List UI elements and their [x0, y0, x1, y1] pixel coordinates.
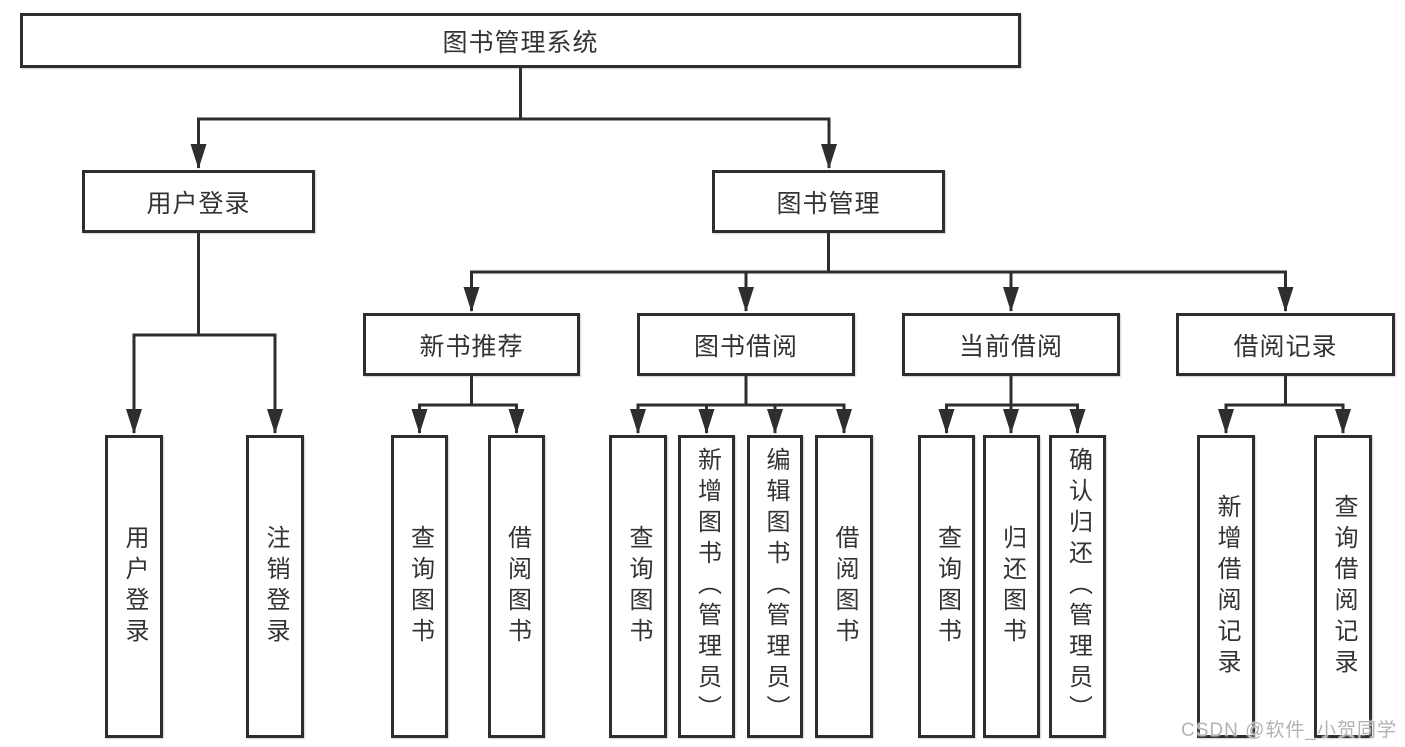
node-label: 图书管理系统: [442, 28, 599, 57]
node-label: 借阅图书: [831, 524, 858, 649]
node-logout: 注销登录: [246, 435, 304, 738]
node-current-borrowing: 当前借阅: [902, 313, 1120, 376]
node-add-borrow-record: 新增借阅记录: [1197, 435, 1255, 738]
node-label: 用户登录: [121, 524, 148, 649]
edge-book-borrowing-children: [630, 374, 852, 434]
node-label: 借阅图书: [503, 524, 531, 649]
edge-book-management-children: [463, 231, 1294, 312]
node-query-borrow-record: 查询借阅记录: [1314, 435, 1372, 738]
node-label: 注销登录: [262, 524, 289, 649]
node-book-management: 图书管理: [712, 170, 945, 233]
edge-borrowing-records-children: [1218, 374, 1351, 434]
node-label: 图书借阅: [693, 332, 798, 361]
node-add-books-admin: 新增图书（管理员）: [678, 435, 735, 738]
edge-current-borrowing-children: [938, 374, 1086, 434]
node-label: 确认归还（管理员）: [1064, 447, 1092, 726]
node-query-books-borrowing: 查询图书: [609, 435, 667, 738]
node-return-books: 归还图书: [983, 435, 1040, 738]
node-label: 新书推荐: [419, 332, 524, 361]
node-label: 图书管理: [776, 189, 881, 218]
node-label: 新增借阅记录: [1213, 493, 1240, 680]
node-label: 归还图书: [998, 524, 1026, 649]
node-label: 借阅记录: [1233, 332, 1338, 361]
edge-user-login-children: [126, 231, 283, 434]
node-label: 查询借阅记录: [1330, 493, 1357, 680]
node-label: 查询图书: [406, 524, 434, 649]
node-borrow-books-leaf: 借阅图书: [815, 435, 873, 738]
watermark: CSDN @软件_小贺同学: [1181, 720, 1397, 741]
node-query-books-recommend: 查询图书: [391, 435, 448, 738]
node-label: 查询图书: [933, 524, 961, 649]
node-label: 用户登录: [146, 189, 251, 218]
node-confirm-return-admin: 确认归还（管理员）: [1049, 435, 1106, 738]
node-label: 查询图书: [625, 524, 652, 649]
node-borrowing-records: 借阅记录: [1176, 313, 1395, 376]
node-book-borrowing: 图书借阅: [637, 313, 855, 376]
node-borrow-books-recommend: 借阅图书: [488, 435, 545, 738]
node-user-login: 用户登录: [82, 170, 315, 233]
edge-new-book-recommend-children: [411, 374, 525, 434]
node-label: 编辑图书（管理员）: [762, 447, 789, 726]
node-user-login-leaf: 用户登录: [105, 435, 163, 738]
node-library-management-system: 图书管理系统: [20, 13, 1021, 68]
edge-root-to-level2: [190, 66, 837, 169]
node-new-book-recommend: 新书推荐: [363, 313, 580, 376]
node-label: 当前借阅: [958, 332, 1063, 361]
node-edit-books-admin: 编辑图书（管理员）: [747, 435, 803, 738]
node-query-books-current: 查询图书: [918, 435, 975, 738]
node-label: 新增图书（管理员）: [693, 447, 721, 726]
